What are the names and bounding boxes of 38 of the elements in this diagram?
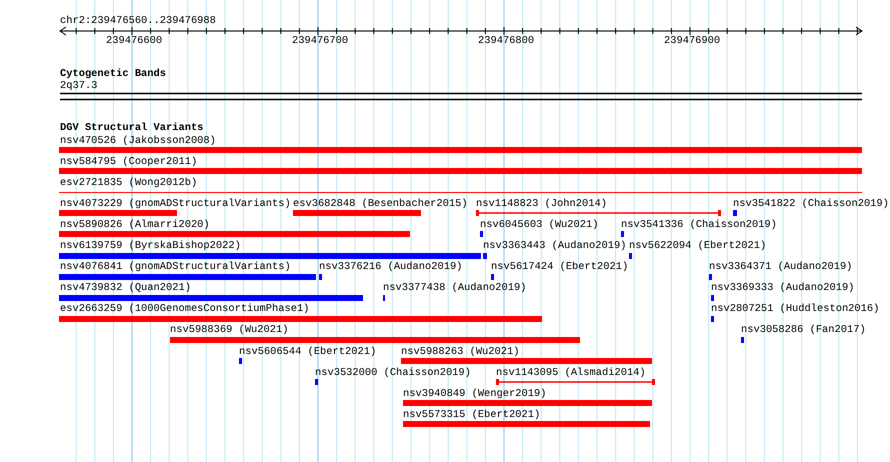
variant-label: nsv1143095 (Alsmadi2014) bbox=[496, 366, 646, 379]
variant-label: nsv470526 (Jakobsson2008) bbox=[60, 134, 216, 146]
variant-label: nsv3541822 (Chaisson2019) bbox=[733, 198, 889, 210]
variant-label: nsv4076841 (gnomADStructuralVariants) bbox=[60, 261, 291, 274]
variant-label: nsv5617424 (Ebert2021) bbox=[491, 261, 628, 274]
variant-label: nsv4073229 (gnomADStructuralVariants) bbox=[60, 198, 291, 210]
variant-label: nsv584795 (Cooper2011) bbox=[60, 156, 198, 168]
coordinate-range: chr2:239476560..239476988 bbox=[60, 15, 216, 27]
variant-label: nsv4739832 (Quan2021) bbox=[60, 282, 191, 294]
tick-label: 239476700 bbox=[292, 35, 348, 47]
variant-label: nsv5988369 (Wu2021) bbox=[170, 324, 288, 336]
variant-label: nsv3363443 (Audano2019) bbox=[483, 240, 626, 252]
variant-label: nsv2807251 (Huddleston2016) bbox=[711, 303, 880, 316]
variant-label: nsv6139759 (ByrskaBishop2022) bbox=[60, 240, 241, 252]
tick-label: 239476800 bbox=[478, 35, 534, 47]
variant-label: nsv3541336 (Chaisson2019) bbox=[621, 218, 777, 231]
variant-label: esv3682848 (Besenbacher2015) bbox=[293, 198, 468, 210]
variant-label: nsv5988263 (Wu2021) bbox=[401, 346, 520, 358]
variant-label: nsv5606544 (Ebert2021) bbox=[239, 346, 376, 358]
variant-label: esv2663259 (1000GenomesConsortiumPhase1) bbox=[60, 303, 310, 316]
variant-label: nsv3940849 (Wenger2019) bbox=[403, 388, 546, 400]
variant-label: nsv1148823 (John2014) bbox=[476, 198, 607, 210]
variant-label: nsv5573315 (Ebert2021) bbox=[403, 408, 540, 421]
variant-label: nsv3364371 (Audano2019) bbox=[709, 261, 852, 274]
variant-label: nsv3376216 (Audano2019) bbox=[319, 261, 462, 274]
variant-label: nsv3532000 (Chaisson2019) bbox=[315, 366, 471, 379]
tick-label: 239476600 bbox=[106, 35, 162, 47]
tick-label: 239476900 bbox=[664, 35, 720, 47]
band-name: 2q37.3 bbox=[60, 80, 98, 92]
variant-label: nsv3369333 (Audano2019) bbox=[711, 282, 854, 294]
variant-label: nsv3058286 (Fan2017) bbox=[741, 324, 866, 336]
track-heading: DGV Structural Variants bbox=[60, 122, 204, 134]
variant-label: nsv3377438 (Audano2019) bbox=[383, 282, 526, 294]
variant-label: esv2721835 (Wong2012b) bbox=[60, 176, 198, 189]
variant-label: nsv5890826 (Almarri2020) bbox=[60, 218, 210, 231]
variant-label: nsv6045603 (Wu2021) bbox=[480, 218, 598, 231]
variant-label: nsv5622094 (Ebert2021) bbox=[629, 240, 766, 252]
track-heading: Cytogenetic Bands bbox=[60, 68, 166, 80]
